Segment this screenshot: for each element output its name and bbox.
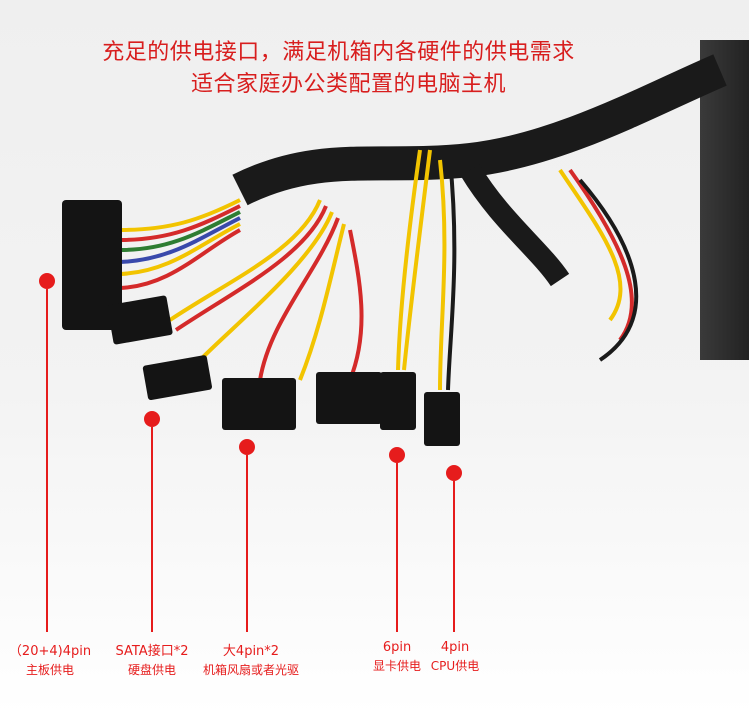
callout-label-mb: （20+4)4pin 主板供电: [0, 640, 100, 678]
callout-dot-mb: [39, 273, 55, 289]
pcie-6pin-connector: [380, 372, 416, 430]
cpu-4pin-connector: [424, 392, 460, 446]
secondary-cable-bundle: [460, 164, 570, 287]
mb-wires: [119, 198, 241, 290]
sata-connector-1: [107, 295, 173, 345]
callout-label-cpu: 4pin CPU供电: [420, 640, 490, 674]
callout-line-sata: [151, 427, 153, 632]
sata-connector-2: [142, 355, 212, 400]
callout-dot-gpu: [389, 447, 405, 463]
callout-mb-subtitle: 主板供电: [25, 663, 74, 677]
headline-line-2: 适合家庭办公类配置的电脑主机: [190, 72, 506, 97]
callout-dot-cpu: [446, 465, 462, 481]
callout-cpu-title: 4pin: [440, 640, 470, 655]
callout-molex-title: 大4pin*2: [222, 644, 280, 659]
callout-dot-molex: [239, 439, 255, 455]
callout-line-gpu: [396, 463, 398, 632]
callout-gpu-title: 6pin: [382, 640, 412, 655]
callout-gpu-subtitle: 显卡供电: [372, 659, 421, 673]
callout-line-molex: [246, 455, 248, 632]
peripheral-wires: [168, 199, 364, 381]
callout-label-gpu: 6pin 显卡供电: [358, 640, 436, 674]
callout-cpu-subtitle: CPU供电: [430, 659, 480, 673]
callout-dot-sata: [144, 411, 160, 427]
callout-line-mb: [46, 289, 48, 632]
molex-connector-1: [222, 378, 296, 430]
callout-label-molex: 大4pin*2 机箱风扇或者光驱: [196, 640, 306, 678]
callout-line-cpu: [453, 481, 455, 632]
atx-24pin-connector: [62, 200, 122, 330]
callout-label-sata: SATA接口*2 硬盘供电: [102, 640, 202, 678]
callout-sata-subtitle: 硬盘供电: [127, 663, 176, 677]
power-wires: [396, 149, 639, 391]
callout-sata-title: SATA接口*2: [115, 644, 189, 659]
molex-connector-2: [316, 372, 382, 424]
callout-mb-title: （20+4)4pin: [8, 644, 92, 659]
headline-line-1: 充足的供电接口，满足机箱内各硬件的供电需求: [102, 40, 575, 65]
main-cable-bundle: [232, 54, 727, 206]
callout-molex-subtitle: 机箱风扇或者光驱: [202, 663, 299, 677]
